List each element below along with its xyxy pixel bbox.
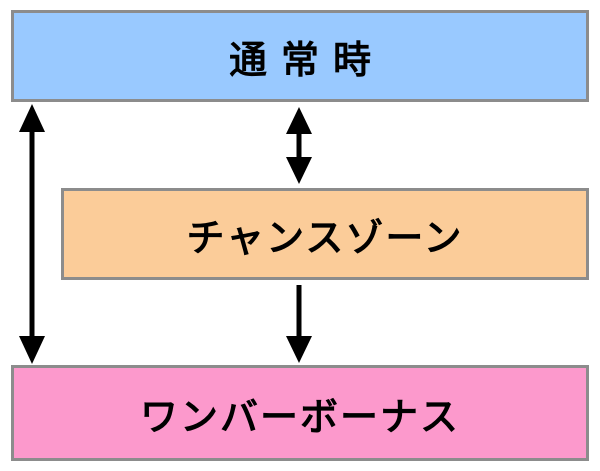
arrow-chance-to-bonus <box>286 285 312 363</box>
node-one-bonus-label: ワンバーボーナス <box>139 394 460 439</box>
arrowhead-down-icon <box>19 336 45 364</box>
node-one-bonus: ワンバーボーナス <box>11 365 589 461</box>
arrowhead-up-icon <box>286 107 312 134</box>
arrowhead-up-icon <box>19 104 45 132</box>
node-chance-zone-label: チャンスゾーン <box>186 215 464 260</box>
arrow-normal-to-bonus <box>19 104 45 364</box>
arrow-normal-to-chance <box>286 107 312 184</box>
arrowhead-down-icon <box>286 157 312 184</box>
arrowhead-down-icon <box>286 336 312 363</box>
node-normal: 通常時 <box>11 10 589 102</box>
node-chance-zone: チャンスゾーン <box>61 188 589 280</box>
node-normal-label: 通常時 <box>228 37 385 82</box>
